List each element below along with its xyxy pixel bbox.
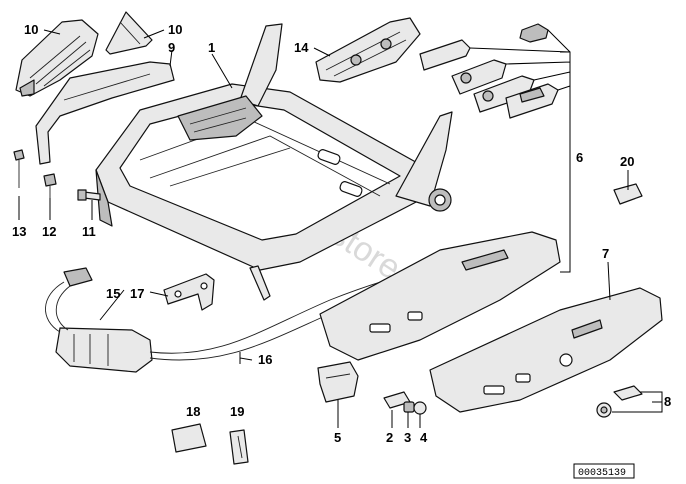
part-14-adjuster[interactable]	[315, 17, 421, 83]
label-14: 14	[294, 40, 309, 55]
label-10a: 10	[24, 22, 38, 37]
part-switch-cap[interactable]	[519, 23, 549, 43]
label-20: 20	[620, 154, 634, 169]
label-6: 6	[576, 150, 583, 165]
part-1-seat-frame[interactable]	[95, 23, 453, 301]
part-3-cap[interactable]	[403, 401, 415, 413]
part-6-trim-panel[interactable]	[319, 231, 561, 361]
label-19: 19	[230, 404, 244, 419]
label-9: 9	[168, 40, 175, 55]
part-7-trim-panel[interactable]	[429, 287, 663, 413]
part-8-knob[interactable]	[596, 385, 643, 418]
part-15-motor[interactable]	[45, 267, 153, 373]
part-4-knob[interactable]	[413, 401, 427, 415]
part-switch-plate-4[interactable]	[505, 83, 559, 119]
leader-lines	[18, 29, 663, 428]
part-13-screw[interactable]	[13, 149, 25, 188]
label-11: 11	[82, 224, 96, 239]
label-7: 7	[602, 246, 609, 261]
label-12: 12	[42, 224, 56, 239]
label-13: 13	[12, 224, 26, 239]
part-10-triangle-cover[interactable]	[105, 11, 153, 55]
part-20-cap[interactable]	[613, 183, 643, 205]
part-10-side-cover[interactable]	[15, 19, 99, 97]
label-1: 1	[208, 40, 215, 55]
label-18: 18	[186, 404, 200, 419]
label-15: 15	[106, 286, 120, 301]
label-4: 4	[420, 430, 428, 445]
label-10b: 10	[168, 22, 182, 37]
part-17-bracket[interactable]	[163, 273, 215, 311]
label-8: 8	[664, 394, 671, 409]
part-9-trim-strip[interactable]	[35, 61, 175, 165]
part-11-bolt[interactable]	[77, 189, 101, 201]
part-12-clip[interactable]	[43, 173, 57, 198]
part-switch-plate-3[interactable]	[473, 75, 535, 113]
part-19-clip[interactable]	[229, 429, 249, 465]
label-5: 5	[334, 430, 341, 445]
callout-labels: 10 10 9 1 14 6 20 7 8 13 12 11 15 17 16 …	[12, 22, 671, 445]
label-16: 16	[258, 352, 272, 367]
label-17: 17	[130, 286, 144, 301]
label-3: 3	[404, 430, 411, 445]
part-18-block[interactable]	[171, 423, 207, 453]
reference-number-box: 00035139	[573, 463, 635, 479]
reference-number: 00035139	[578, 468, 626, 479]
part-switch-plate-2[interactable]	[451, 59, 507, 95]
label-2: 2	[386, 430, 393, 445]
part-5-holder[interactable]	[317, 361, 359, 403]
part-switch-plate-1[interactable]	[419, 39, 471, 71]
